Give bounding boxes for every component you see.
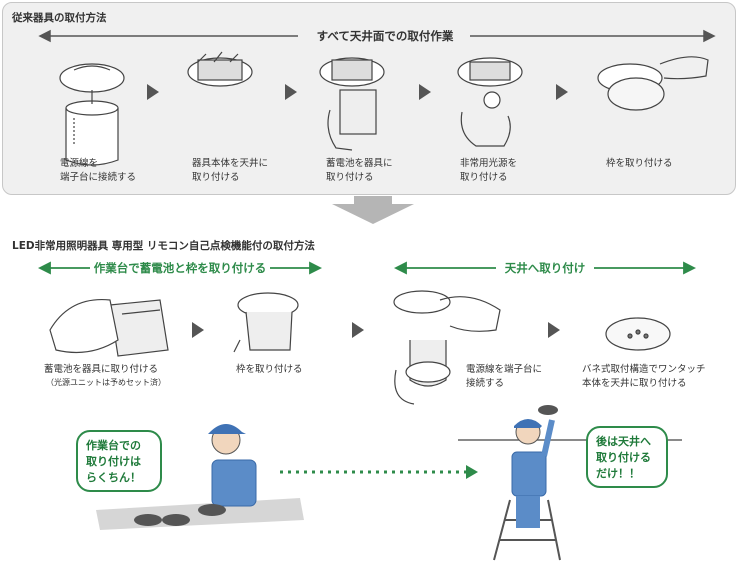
step-arrow-icon <box>147 84 159 100</box>
ceiling-speech-bubble: 後は天井へ 取り付ける だけ！！ <box>586 426 668 488</box>
top-step1-illustration <box>59 63 125 166</box>
bottom-step2-caption: 枠を取り付ける <box>236 364 303 375</box>
bench-work-arrow-label: 作業台で蓄電池と枠を取り付ける <box>93 261 267 275</box>
bottom-step1-caption: 蓄電池を器具に取り付ける <box>44 364 159 375</box>
step-arrow-icon <box>419 84 431 100</box>
top-step5-illustration <box>597 56 709 111</box>
top-step2-caption: 器具本体を天井に 取り付ける <box>192 158 269 183</box>
conventional-method-title: 従来器具の取付方法 <box>12 12 107 24</box>
worker-at-bench-illustration <box>96 424 304 530</box>
bench-speech-bubble: 作業台での 取り付けは らくちん！ <box>76 430 162 492</box>
step-arrow-icon <box>548 322 560 338</box>
top-step1-caption: 電源線を 端子台に接続する <box>60 158 137 183</box>
top-span-arrow-label: すべて天井面での取付作業 <box>316 29 454 43</box>
led-method-title: LED非常用照明器具 専用型 リモコン自己点検機能付の取付方法 <box>12 240 315 252</box>
top-step3-illustration <box>319 57 385 151</box>
bottom-step3-illustration <box>393 290 501 405</box>
step-arrow-icon <box>556 84 568 100</box>
bottom-step4-caption: バネ式取付構造でワンタッチ 本体を天井に取り付ける <box>582 364 706 389</box>
top-span-arrow <box>38 29 716 43</box>
ceiling-work-arrow-label: 天井へ取り付け <box>504 261 586 275</box>
bottom-step3-caption: 電源線を端子台に 接続する <box>466 364 543 389</box>
step-arrow-icon <box>192 322 204 338</box>
dotted-arrow <box>280 465 478 479</box>
step-arrow-icon <box>285 84 297 100</box>
top-step4-caption: 非常用光源を 取り付ける <box>460 158 518 183</box>
worker-on-ladder-illustration <box>458 405 682 561</box>
bottom-step1-note: （光源ユニットは予めセット済） <box>46 378 166 387</box>
top-step2-illustration <box>187 51 253 87</box>
bottom-step1-illustration <box>49 298 169 357</box>
bottom-step4-illustration <box>605 317 671 351</box>
top-step5-caption: 枠を取り付ける <box>606 158 673 169</box>
bottom-left-arrow <box>37 261 323 275</box>
step-arrow-icon <box>352 322 364 338</box>
top-step3-caption: 蓄電池を器具に 取り付ける <box>326 158 393 183</box>
down-arrow <box>332 196 414 224</box>
top-step4-illustration <box>457 57 523 147</box>
bottom-right-arrow <box>393 261 697 275</box>
bottom-step2-illustration <box>233 292 299 353</box>
